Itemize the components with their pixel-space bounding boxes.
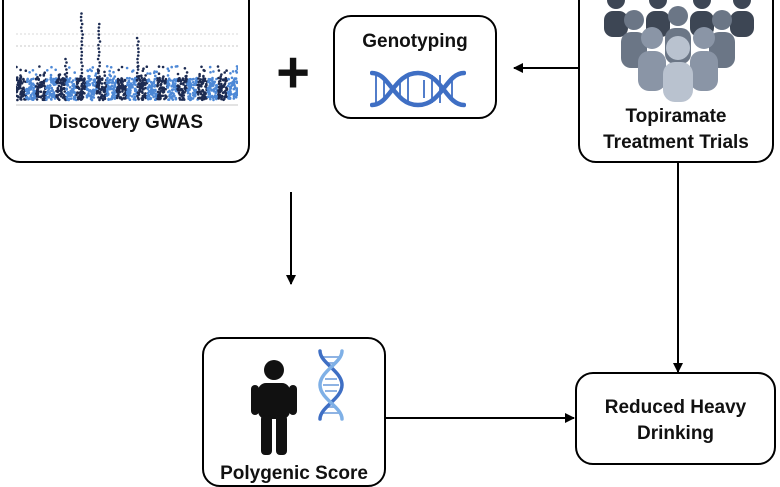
- connector-layer: [286, 63, 683, 423]
- polygenic-score-node: Polygenic Score: [202, 337, 386, 487]
- genotyping-label: Genotyping: [362, 31, 468, 52]
- dna-helix-vertical-icon: [318, 349, 344, 421]
- manhattan-plot-icon: [16, 12, 238, 106]
- plus-sign: +: [276, 40, 310, 105]
- discovery-gwas-label: Discovery GWAS: [48, 112, 204, 133]
- discovery-gwas-node: Discovery GWAS: [2, 0, 250, 163]
- treatment-trials-label-line2: Treatment Trials: [603, 132, 749, 153]
- crowd-people-icon: [604, 0, 754, 102]
- person-icon: [251, 360, 297, 455]
- treatment-trials-label-line1: Topiramate: [625, 106, 727, 127]
- genotyping-node: Genotyping: [333, 15, 497, 119]
- reduced-heavy-drinking-node: Reduced Heavy Drinking: [575, 372, 776, 465]
- outcome-label-line2: Drinking: [636, 423, 715, 444]
- outcome-label-line1: Reduced Heavy: [604, 397, 747, 418]
- treatment-trials-node: Topiramate Treatment Trials: [578, 0, 774, 163]
- dna-helix-icon: [370, 70, 466, 108]
- polygenic-score-label: Polygenic Score: [220, 463, 368, 484]
